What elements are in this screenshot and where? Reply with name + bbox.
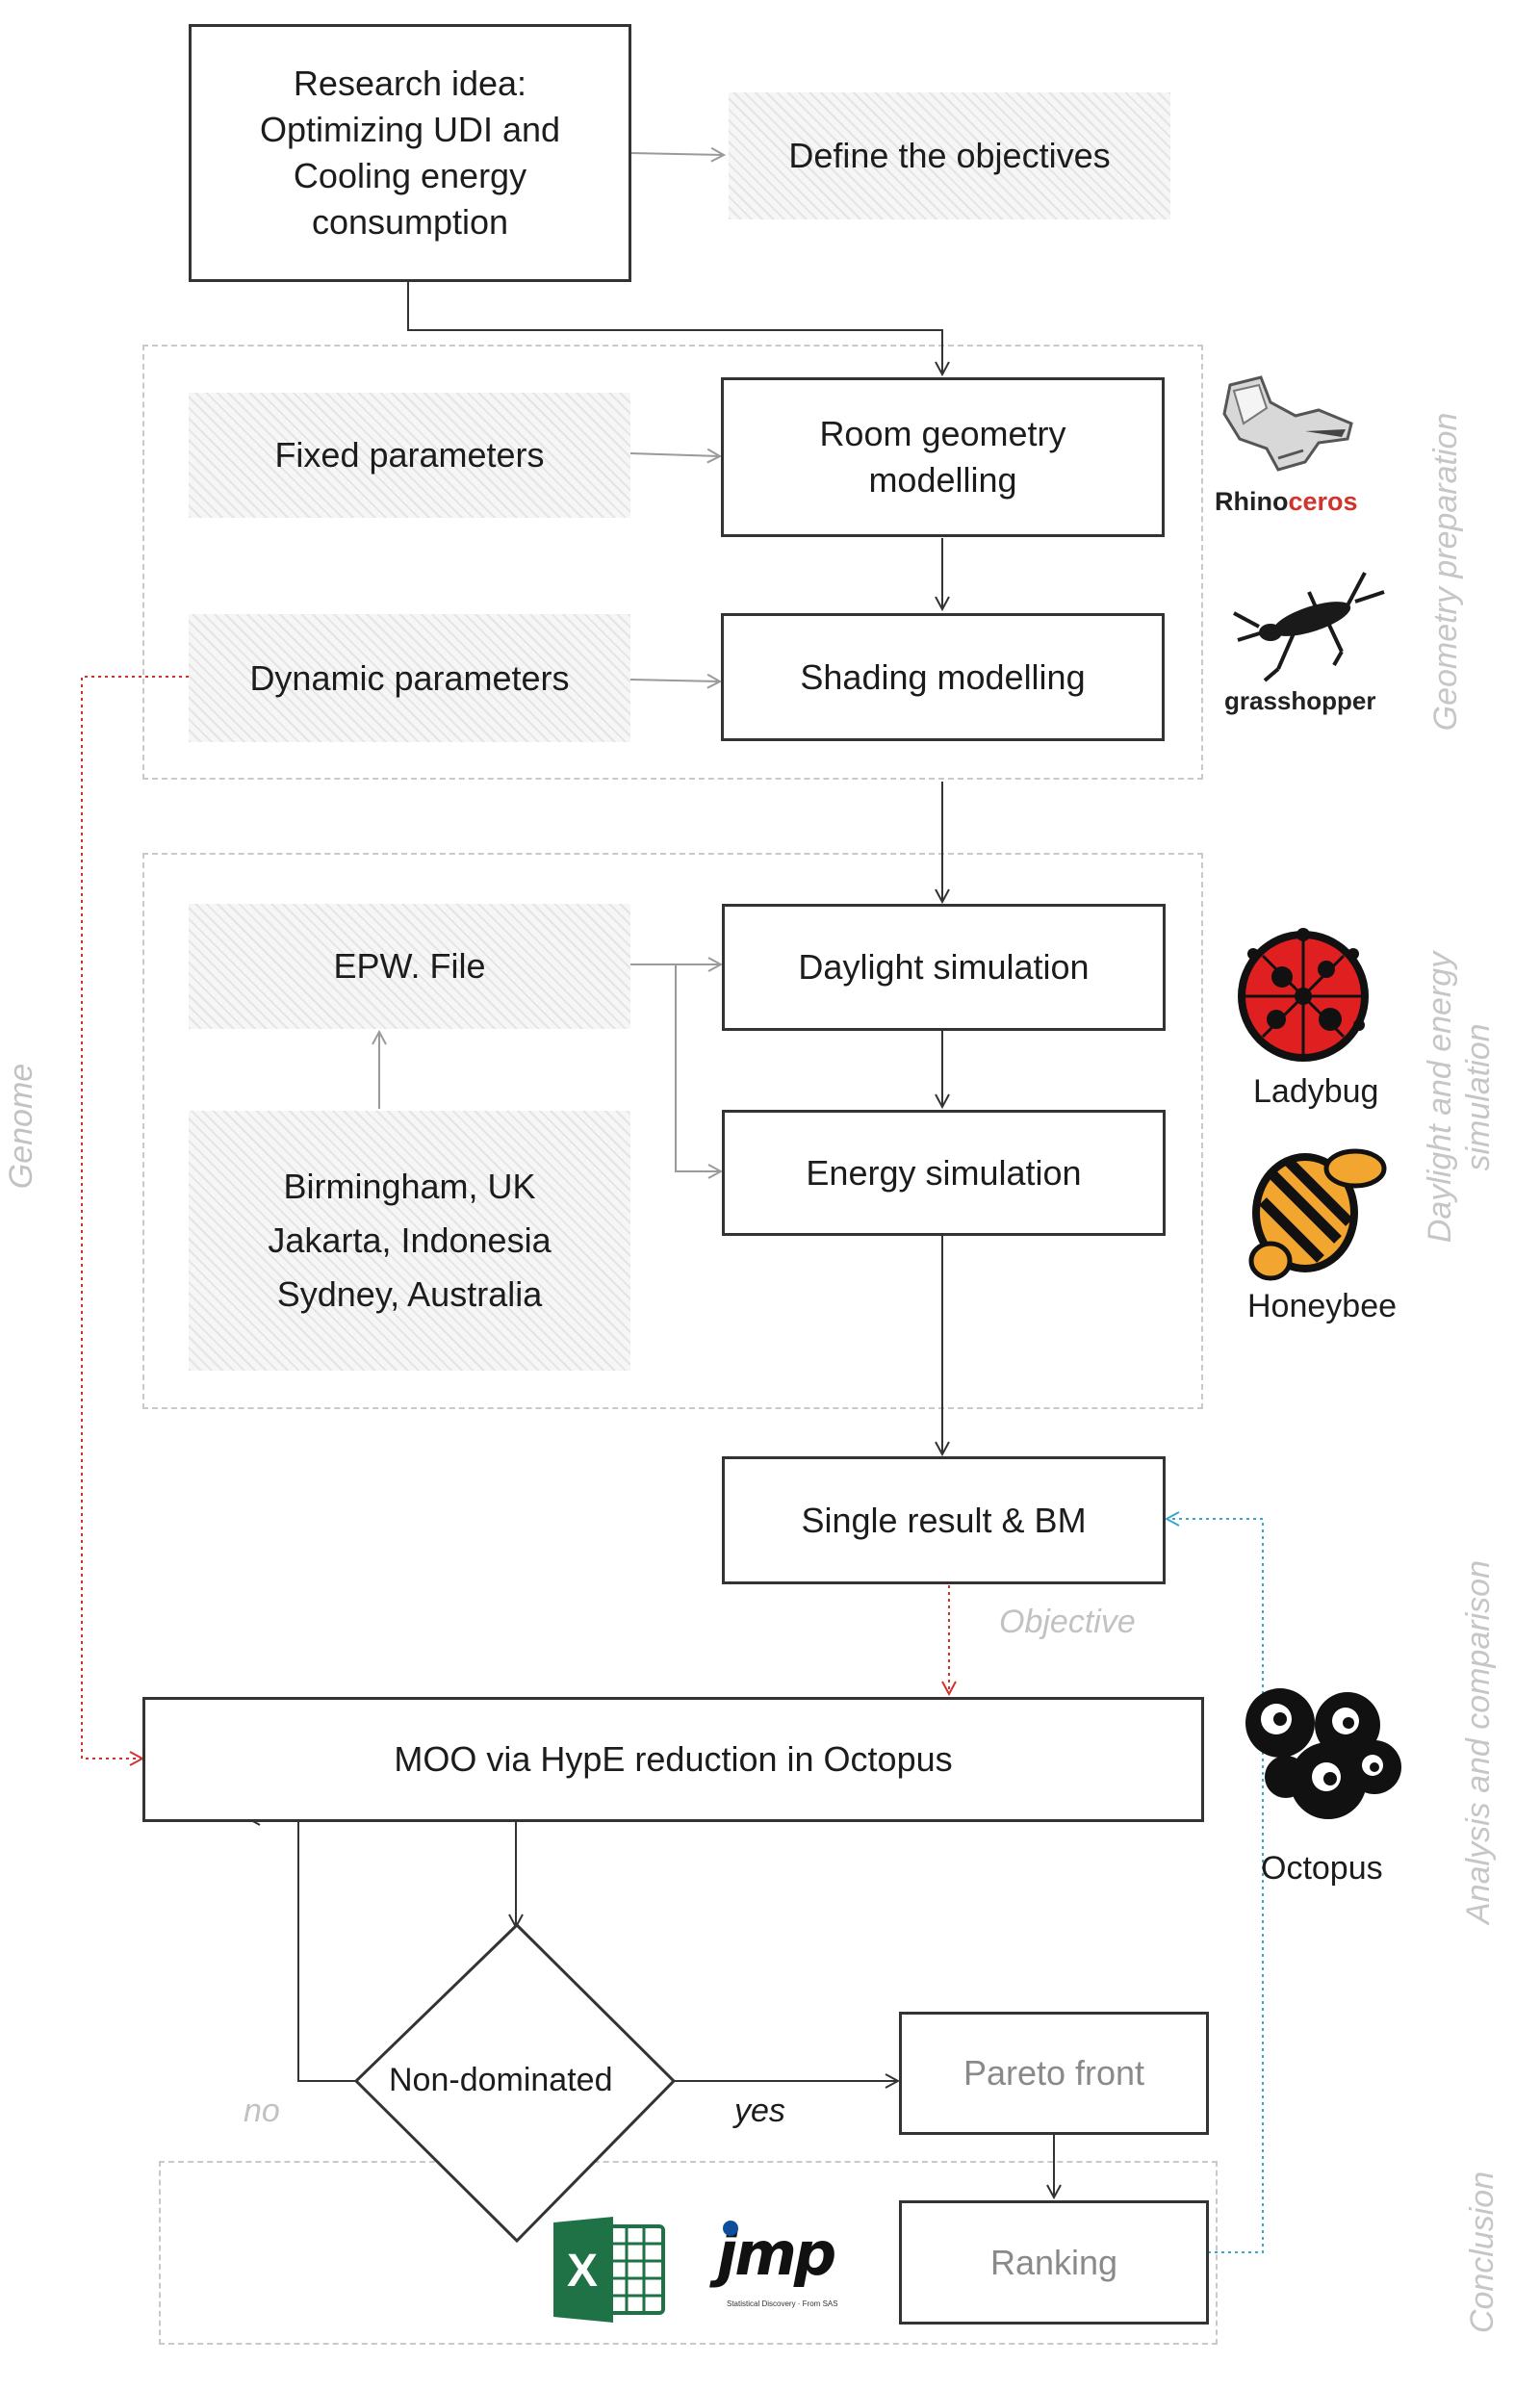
simulation-group xyxy=(142,853,1203,1409)
energy-simulation-label: Energy simulation xyxy=(806,1152,1082,1193)
non-dominated-diamond xyxy=(353,1922,677,2244)
simulation-label-line-2: simulation xyxy=(1460,1023,1497,1171)
jmp-icon: jmp Statistical Discovery · From SAS xyxy=(717,2219,852,2325)
epw-file-label: EPW. File xyxy=(333,946,486,986)
honeybee-label: Honeybee xyxy=(1247,1288,1398,1324)
grasshopper-label: grasshopper xyxy=(1224,686,1376,715)
research-idea-line-1: Research idea: xyxy=(293,64,527,103)
fixed-parameters-box: Fixed parameters xyxy=(189,393,630,518)
dynamic-parameters-box: Dynamic parameters xyxy=(189,614,630,742)
edge-research-objectives xyxy=(629,153,724,155)
single-result-box: Single result & BM xyxy=(722,1456,1166,1584)
daylight-simulation-label: Daylight simulation xyxy=(798,947,1090,987)
geometry-preparation-group xyxy=(142,345,1203,780)
ladybug-icon: Ladybug xyxy=(1234,919,1378,1126)
research-idea-line-4: consumption xyxy=(311,202,509,242)
shading-modelling-box: Shading modelling xyxy=(721,613,1165,741)
define-objectives-box: Define the objectives xyxy=(729,92,1170,219)
pareto-front-label: Pareto front xyxy=(962,2053,1145,2093)
geometry-preparation-label: Geometry preparation xyxy=(1427,412,1464,732)
pareto-front-box: Pareto front xyxy=(899,2012,1209,2135)
daylight-simulation-box: Daylight simulation xyxy=(722,904,1166,1031)
locations-box: Birmingham, UK Jakarta, Indonesia Sydney… xyxy=(189,1111,630,1371)
edge-no-loop xyxy=(247,1818,356,2082)
rhino-icon: Rhinoceros xyxy=(1211,373,1374,518)
non-dominated-label: Non-dominated xyxy=(389,2062,613,2098)
edge-feedback xyxy=(1167,1519,1264,2253)
edge-fixed-room xyxy=(629,453,720,456)
edge-genome xyxy=(81,676,189,1759)
rhino-label-a: Rhino xyxy=(1215,487,1289,516)
simulation-label: Daylight and energy simulation xyxy=(1421,952,1498,1243)
research-idea-line-3: Cooling energy xyxy=(293,156,527,195)
conclusion-label: Conclusion xyxy=(1464,2171,1501,2334)
analysis-comparison-label: Analysis and comparison xyxy=(1460,1560,1497,1924)
no-label: no xyxy=(244,2093,280,2129)
excel-icon: X xyxy=(552,2217,667,2323)
fixed-parameters-label: Fixed parameters xyxy=(274,435,545,475)
moo-box: MOO via HypE reduction in Octopus xyxy=(142,1697,1204,1822)
energy-simulation-box: Energy simulation xyxy=(722,1110,1166,1236)
simulation-label-line-1: Daylight and energy xyxy=(1422,951,1458,1244)
epw-file-box: EPW. File xyxy=(189,904,630,1029)
location-birmingham: Birmingham, UK xyxy=(283,1167,536,1206)
edge-dynamic-shading xyxy=(629,680,720,681)
research-idea-box: Research idea: Optimizing UDI and Coolin… xyxy=(189,24,631,282)
room-geometry-line-1: Room geometry xyxy=(819,414,1066,453)
location-jakarta: Jakarta, Indonesia xyxy=(268,1220,552,1260)
dynamic-parameters-label: Dynamic parameters xyxy=(249,657,570,698)
objective-label: Objective xyxy=(999,1604,1136,1640)
edge-research-room xyxy=(407,282,942,374)
single-result-label: Single result & BM xyxy=(801,1500,1087,1540)
octopus-label: Octopus xyxy=(1261,1850,1383,1887)
ladybug-label: Ladybug xyxy=(1253,1073,1379,1110)
ranking-label: Ranking xyxy=(989,2242,1118,2282)
grasshopper-icon: grasshopper xyxy=(1220,563,1394,727)
yes-label: yes xyxy=(734,2093,785,2129)
research-idea-line-2: Optimizing UDI and xyxy=(259,110,561,149)
genome-label: Genome xyxy=(3,1063,39,1190)
svg-text:X: X xyxy=(567,2246,598,2297)
location-sydney: Sydney, Australia xyxy=(276,1274,543,1314)
octopus-icon: Octopus xyxy=(1242,1684,1405,1906)
edge-epw-energy xyxy=(675,964,721,1171)
rhino-label-b: ceros xyxy=(1288,487,1358,516)
define-objectives-label: Define the objectives xyxy=(788,136,1111,175)
room-geometry-line-2: modelling xyxy=(868,460,1017,500)
jmp-tagline: Statistical Discovery · From SAS xyxy=(727,2299,838,2308)
ranking-box: Ranking xyxy=(899,2200,1209,2325)
room-geometry-box: Room geometry modelling xyxy=(721,377,1165,537)
honeybee-icon: Honeybee xyxy=(1242,1145,1398,1338)
shading-modelling-label: Shading modelling xyxy=(800,656,1086,697)
moo-label: MOO via HypE reduction in Octopus xyxy=(394,1739,953,1779)
